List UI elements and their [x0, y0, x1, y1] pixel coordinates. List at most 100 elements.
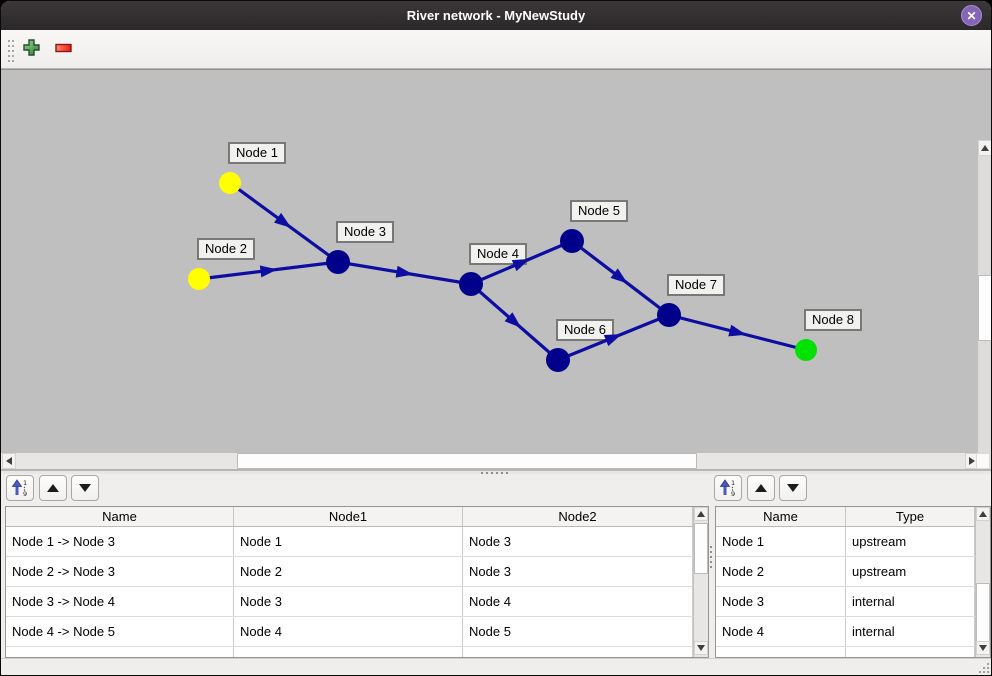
table-cell: Node 2	[716, 557, 846, 586]
branches-table-scrollbar[interactable]	[693, 507, 708, 657]
table-cell: Node 4	[716, 617, 846, 646]
column-header-node2[interactable]: Node2	[463, 507, 693, 526]
canvas-vertical-scrollbar[interactable]	[978, 140, 991, 520]
splitter-grip-icon	[481, 472, 483, 474]
scroll-up-button[interactable]	[694, 507, 708, 521]
arrow-down-icon	[697, 645, 705, 651]
branches-move-down-button[interactable]	[71, 475, 99, 501]
window-resize-grip[interactable]	[987, 671, 989, 673]
column-header-node1[interactable]: Node1	[234, 507, 463, 526]
scrollbar-thumb[interactable]	[237, 453, 697, 469]
table-cell: Node 4 -> Node 5	[6, 617, 234, 646]
node-n2[interactable]	[188, 268, 210, 290]
edge-n7-n8[interactable]	[668, 313, 807, 352]
scrollbar-thumb[interactable]	[978, 275, 991, 341]
table-cell	[463, 647, 693, 657]
table-cell: Node 5	[463, 617, 693, 646]
titlebar[interactable]: River network - MyNewStudy ✕	[1, 1, 991, 30]
remove-minus-icon	[55, 43, 72, 52]
sort-ascending-icon: 1 9	[719, 479, 735, 497]
node-n6[interactable]	[546, 348, 570, 372]
edge-n3-n4[interactable]	[337, 260, 472, 286]
node-label-n7[interactable]: Node 7	[667, 274, 725, 296]
nodes-move-down-button[interactable]	[779, 475, 807, 501]
column-header-name[interactable]: Name	[6, 507, 234, 526]
scrollbar-thumb[interactable]	[976, 583, 990, 642]
node-label-n5[interactable]: Node 5	[570, 200, 628, 222]
table-cell	[234, 647, 463, 657]
table-cell: Node 3	[463, 527, 693, 556]
move-up-icon	[755, 484, 767, 492]
toolbar-grip-icon[interactable]	[8, 40, 10, 42]
nodes-move-up-button[interactable]	[747, 475, 775, 501]
close-button[interactable]: ✕	[961, 5, 982, 26]
table-cell: upstream	[846, 557, 975, 586]
main-toolbar	[1, 30, 991, 69]
node-n3[interactable]	[326, 250, 350, 274]
node-label-n8[interactable]: Node 8	[804, 309, 862, 331]
network-canvas[interactable]: Node 1 Node 2 Node 3 Node 4 Node 5 Node 6 Node…	[1, 69, 991, 520]
node-label-n6[interactable]: Node 6	[556, 319, 614, 341]
node-n1[interactable]	[219, 172, 241, 194]
edge-n2-n3[interactable]	[198, 260, 339, 281]
table-cell: Node 1 -> Node 3	[6, 527, 234, 556]
add-node-button[interactable]	[18, 36, 44, 62]
node-n8[interactable]	[795, 339, 817, 361]
branches-sort-button[interactable]: 1 9	[6, 475, 34, 501]
scroll-up-button[interactable]	[978, 140, 991, 156]
node-n5[interactable]	[560, 229, 584, 253]
table-row[interactable]	[6, 647, 708, 657]
table-cell: Node 4	[234, 617, 463, 646]
scroll-left-button[interactable]	[2, 453, 16, 469]
node-label-n3[interactable]: Node 3	[336, 221, 394, 243]
branches-move-up-button[interactable]	[39, 475, 67, 501]
column-header-name[interactable]: Name	[716, 507, 846, 526]
table-cell: Node 3 -> Node 4	[6, 587, 234, 616]
scrollbar-thumb[interactable]	[694, 523, 708, 574]
scroll-right-button[interactable]	[965, 453, 979, 469]
node-label-n1[interactable]: Node 1	[228, 142, 286, 164]
vertical-splitter[interactable]	[709, 546, 714, 626]
svg-text:1: 1	[23, 479, 27, 487]
nodes-sort-button[interactable]: 1 9	[714, 475, 742, 501]
column-header-type[interactable]: Type	[846, 507, 975, 526]
edge-n5-n7[interactable]	[571, 239, 670, 317]
nodes-table-scrollbar[interactable]	[975, 507, 990, 657]
move-down-icon	[79, 484, 91, 492]
table-row[interactable]	[716, 647, 990, 657]
node-label-n4[interactable]: Node 4	[469, 243, 527, 265]
horizontal-splitter[interactable]	[1, 469, 991, 474]
scroll-down-button[interactable]	[976, 641, 990, 655]
node-n4[interactable]	[459, 272, 483, 296]
table-cell: internal	[846, 587, 975, 616]
remove-node-button[interactable]	[51, 36, 77, 62]
sort-ascending-icon: 1 9	[11, 479, 27, 497]
canvas-horizontal-scrollbar[interactable]	[2, 453, 979, 469]
scroll-down-button[interactable]	[694, 641, 708, 655]
arrow-down-icon	[979, 645, 987, 651]
table-cell: Node 1	[234, 527, 463, 556]
table-cell: internal	[846, 617, 975, 646]
edge-n4-n6[interactable]	[469, 282, 560, 362]
svg-text:9: 9	[731, 490, 735, 497]
scroll-up-button[interactable]	[976, 507, 990, 521]
table-cell: Node 3	[716, 587, 846, 616]
node-label-n2[interactable]: Node 2	[197, 238, 255, 260]
window-title: River network - MyNewStudy	[406, 8, 586, 23]
arrow-right-icon	[969, 457, 975, 465]
node-n7[interactable]	[657, 303, 681, 327]
table-cell	[716, 647, 846, 657]
arrow-up-icon	[981, 145, 989, 151]
